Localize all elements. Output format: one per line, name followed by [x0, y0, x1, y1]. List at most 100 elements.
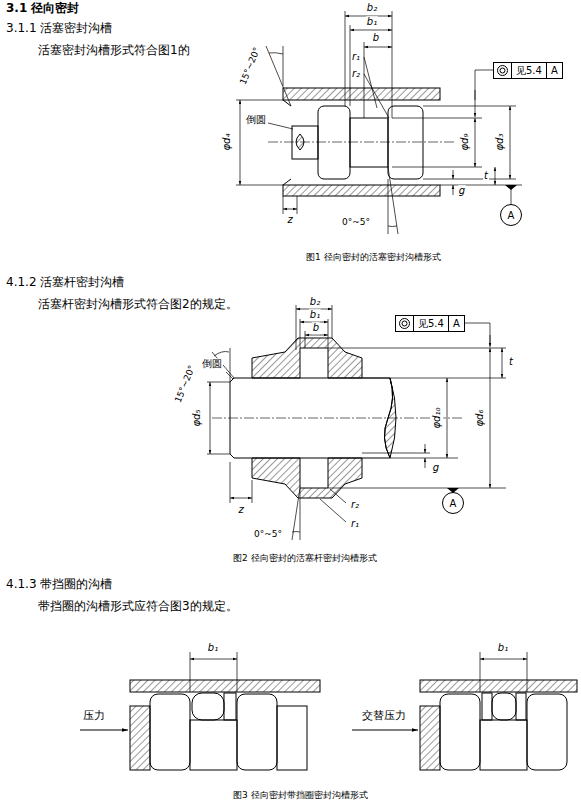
housing	[252, 458, 362, 498]
center-line	[212, 418, 462, 419]
concentricity-symbol	[497, 65, 508, 76]
dimension-label: b	[372, 32, 380, 44]
section-heading: 4.1.3 带挡圈的沟槽	[5, 578, 113, 592]
piston	[527, 694, 567, 770]
housing-wall	[283, 88, 440, 100]
dimension-line	[240, 100, 241, 185]
dimension-line	[80, 730, 128, 731]
section-heading: 3.1 径向密封	[5, 2, 80, 16]
symbol-ring	[400, 319, 410, 329]
dimension-line	[490, 348, 491, 488]
dimension-line	[388, 167, 398, 234]
concentricity-symbol	[494, 63, 511, 78]
note-label: 倒圆	[201, 358, 223, 370]
dimension-label: b₁	[497, 642, 509, 654]
dimension-line	[502, 348, 503, 378]
radius-label: r₂	[350, 499, 360, 511]
dimension-line	[364, 57, 389, 118]
dimension-line	[510, 106, 511, 179]
frame-cell-text: 见5.4	[511, 63, 546, 78]
piston	[150, 694, 190, 770]
dimension-label: t	[508, 356, 514, 368]
seal-ring	[516, 693, 526, 720]
figure-caption: 图3 径向密封带挡圈密封沟槽形式	[232, 790, 369, 800]
angle-label: 0°~5°	[341, 217, 371, 227]
dimension-line	[453, 170, 454, 179]
concentricity-symbol	[396, 316, 413, 331]
dimension-label: φd₉	[459, 133, 471, 152]
housing-wall	[283, 100, 291, 185]
dimension-label: t	[483, 170, 489, 182]
concentricity-symbol	[399, 318, 410, 329]
piston-rod	[230, 378, 396, 458]
dimension-line	[190, 659, 237, 660]
dimension-line	[236, 100, 283, 185]
dimension-line	[425, 444, 426, 453]
dimension-line	[230, 462, 252, 503]
symbol-ring	[500, 68, 505, 73]
figure-caption: 图1 径向密封的活塞密封沟槽形式	[305, 252, 442, 262]
dimension-line	[190, 652, 527, 692]
dimension-line	[230, 498, 252, 499]
dimension-line	[425, 458, 426, 468]
piston	[296, 134, 304, 150]
housing-wall	[283, 185, 440, 196]
seal-ring	[192, 693, 526, 720]
note-label: 倒圆	[245, 114, 267, 126]
tolerance-frame: 见5.4A	[493, 62, 563, 79]
piston	[480, 720, 527, 770]
dimension-line	[480, 659, 527, 660]
seal-ring	[482, 693, 492, 720]
piston-rod	[384, 378, 396, 458]
angle-label: 15°~20°	[237, 45, 262, 87]
tolerance-frame: 见5.4A	[395, 315, 465, 332]
piston	[190, 720, 237, 770]
section-heading: 3.1.1 活塞密封沟槽	[5, 22, 113, 36]
dimension-label: φd₃	[494, 133, 506, 152]
housing-wall	[130, 680, 320, 692]
housing-wall	[420, 680, 577, 692]
dimension-line	[207, 305, 506, 540]
seal-ring	[224, 693, 236, 720]
piston-rod	[230, 378, 393, 458]
dimension-label: z	[237, 504, 244, 516]
dimension-line	[475, 70, 493, 100]
housing-wall	[130, 680, 577, 692]
dimension-line	[207, 382, 230, 454]
datum-circle: A	[500, 204, 522, 226]
symbol-ring	[402, 321, 407, 326]
piston	[292, 106, 423, 179]
piston	[318, 106, 350, 179]
figure-caption: 图2 径向密封的活塞杆密封沟槽形式	[232, 553, 378, 563]
piston	[130, 694, 567, 770]
piston	[388, 106, 423, 179]
angle-label: 15°~20°	[172, 363, 197, 405]
piston	[130, 706, 150, 770]
dimension-label: φd₁₀	[431, 407, 443, 430]
dimension-line	[505, 185, 517, 190]
seal-ring	[492, 693, 516, 720]
radius-label: r₂	[351, 68, 361, 80]
pressure-label: 交替压力	[361, 710, 407, 723]
frame-cell-text: A	[546, 63, 562, 78]
dimension-label: z	[286, 214, 293, 226]
dimension-line	[296, 305, 332, 350]
dimension-label: φd₄	[221, 133, 233, 152]
seal-ring	[192, 693, 224, 720]
dimension-line	[352, 730, 418, 731]
housing	[252, 338, 362, 498]
dimension-line	[475, 118, 476, 167]
dimension-line	[392, 106, 522, 185]
dimension-line	[453, 185, 454, 195]
symbol-ring	[498, 66, 508, 76]
dimension-label: b₂	[366, 2, 378, 14]
dimension-label: φd₅	[191, 409, 203, 428]
body-text: 带挡圈的沟槽形式应符合图3的规定。	[37, 600, 239, 614]
piston	[420, 706, 440, 770]
dimension-line	[283, 196, 297, 214]
radius-label: r₁	[351, 51, 361, 63]
body-text: 活塞密封沟槽形式符合图1的	[37, 44, 191, 58]
datum-circle: A	[442, 492, 464, 514]
